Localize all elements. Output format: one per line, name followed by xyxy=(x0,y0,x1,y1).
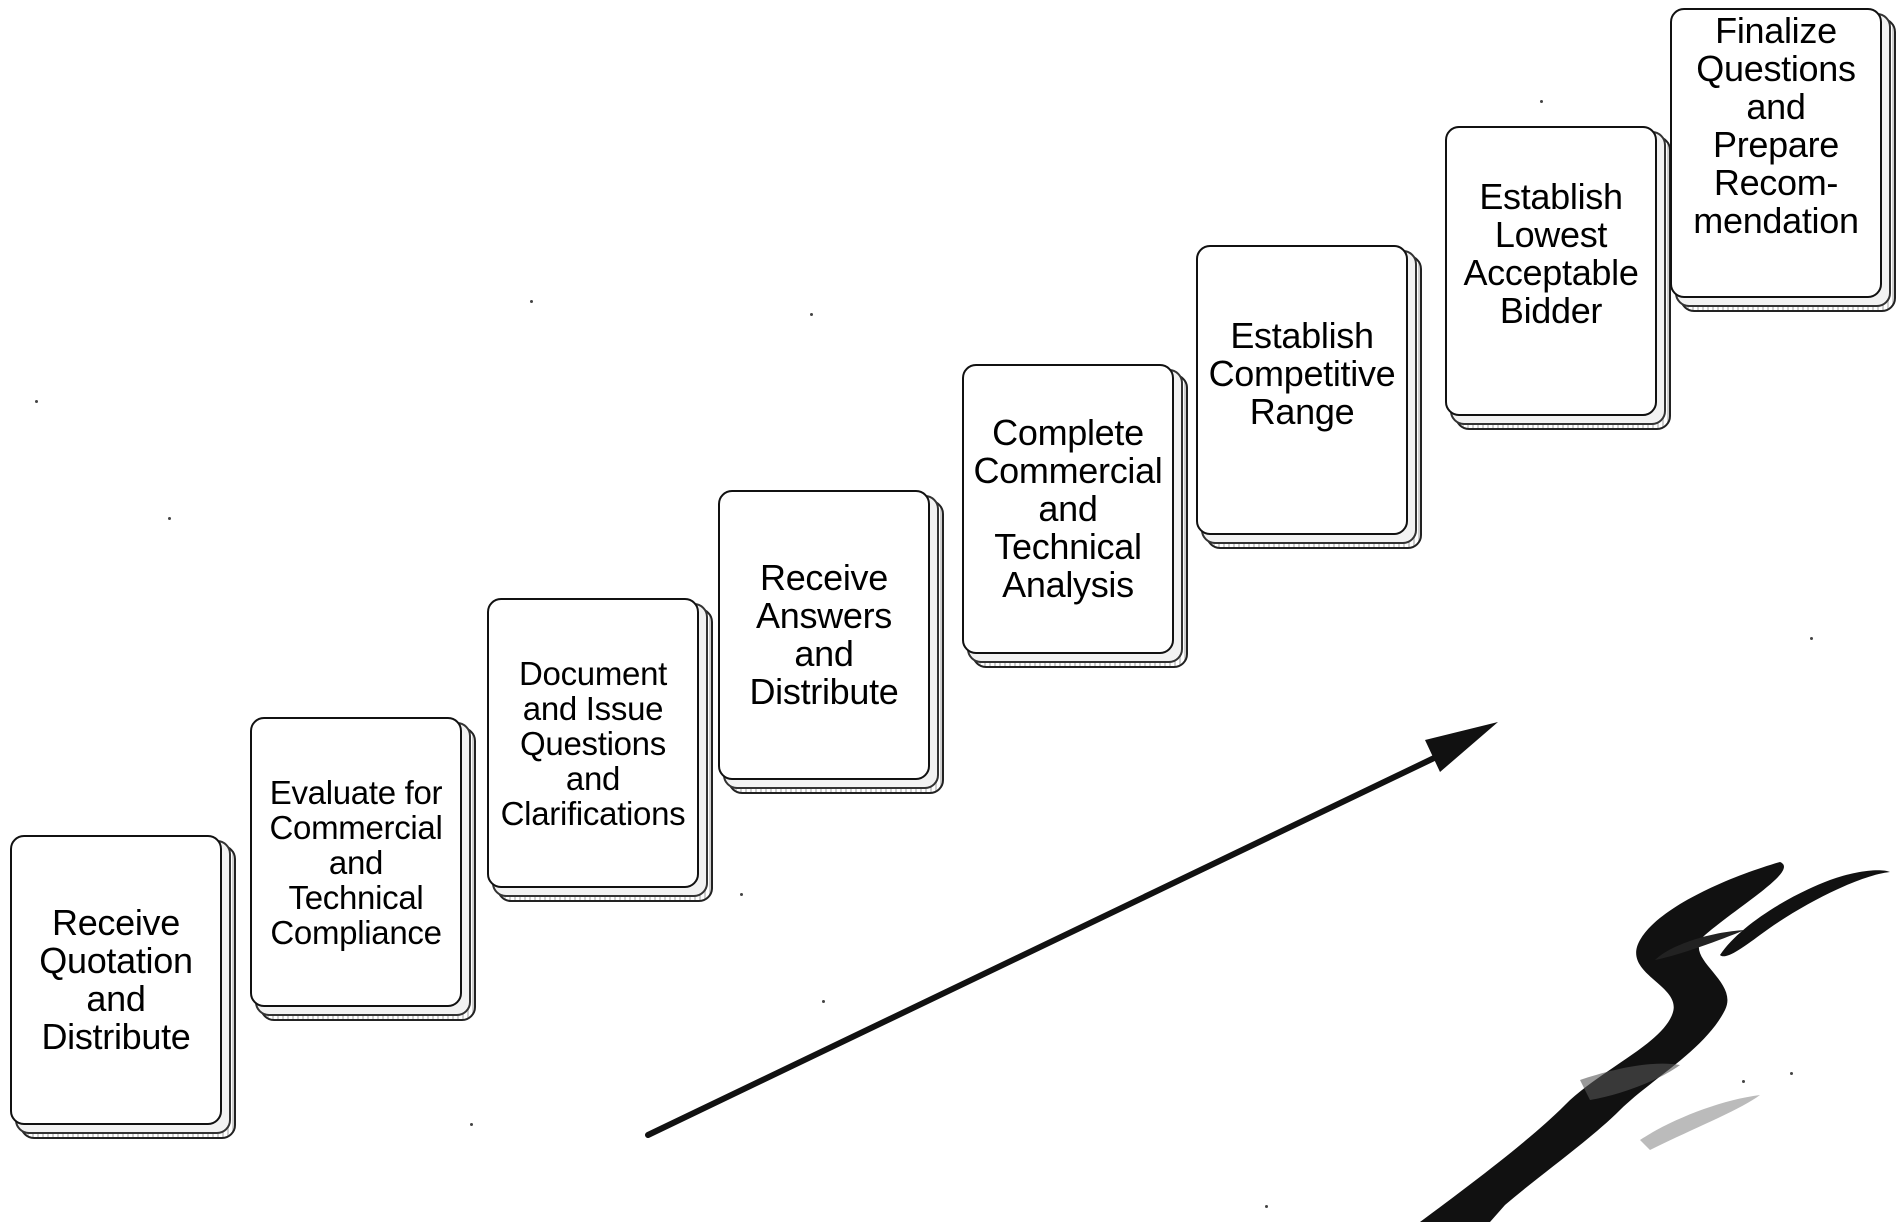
step-label-line: Questions xyxy=(1696,48,1856,89)
step-label: Complete Commercial and Technical Analys… xyxy=(969,414,1166,604)
card-face: Evaluate for Commercial and Technical Co… xyxy=(250,717,462,1007)
scan-speck xyxy=(1810,637,1813,640)
step-label-line: Distribute xyxy=(41,1016,191,1057)
scan-speck xyxy=(1540,100,1543,103)
step-label-line: Document xyxy=(518,654,667,692)
step-card-establish-range: Establish Competitive Range xyxy=(1196,245,1422,549)
step-label-line: and xyxy=(86,978,146,1019)
step-label-line: Complete xyxy=(992,412,1144,453)
swoosh-stroke-tail xyxy=(1655,930,1745,960)
scan-speck xyxy=(810,313,813,316)
scan-speck xyxy=(530,300,533,303)
card-face: Document and Issue Questions and Clarifi… xyxy=(487,598,699,888)
step-label-line: Finalize xyxy=(1715,10,1837,51)
step-label-line: and xyxy=(1746,86,1806,127)
scan-speck xyxy=(1742,1080,1745,1083)
step-label: Finalize Questions and Prepare Recom- me… xyxy=(1689,10,1862,240)
step-label: Receive Quotation and Distribute xyxy=(35,904,196,1056)
step-label-line: Range xyxy=(1249,391,1355,432)
step-label-line: and xyxy=(794,633,854,674)
step-label-line: Answers xyxy=(756,595,892,636)
step-label: Document and Issue Questions and Clarifi… xyxy=(497,656,690,831)
step-label-line: Technical xyxy=(994,526,1142,567)
step-card-establish-bidder: Establish Lowest Acceptable Bidder xyxy=(1445,126,1671,430)
scan-speck xyxy=(470,1123,473,1126)
step-label-line: Compliance xyxy=(270,913,442,951)
scan-speck xyxy=(1265,1205,1268,1208)
swoosh-dry-brush xyxy=(1640,1095,1760,1150)
swoosh-stroke-main xyxy=(1420,862,1784,1222)
step-card-receive-quotation: Receive Quotation and Distribute xyxy=(10,835,236,1139)
step-label-line: and Issue xyxy=(522,689,664,727)
step-label-line: Establish xyxy=(1479,176,1623,217)
step-label-line: Evaluate for xyxy=(269,773,443,811)
step-label-line: Receive xyxy=(52,902,180,943)
step-label-line: Bidder xyxy=(1499,290,1603,331)
card-face: Establish Lowest Acceptable Bidder xyxy=(1445,126,1657,416)
step-label: Receive Answers and Distribute xyxy=(745,559,902,711)
scan-speck xyxy=(740,893,743,896)
step-card-complete-analysis: Complete Commercial and Technical Analys… xyxy=(962,364,1188,668)
swoosh-stroke-upper xyxy=(1720,870,1890,957)
card-face: Establish Competitive Range xyxy=(1196,245,1408,535)
step-label-line: Commercial xyxy=(269,808,443,846)
step-label: Evaluate for Commercial and Technical Co… xyxy=(265,775,446,950)
step-label-line: mendation xyxy=(1693,200,1859,241)
step-label-line: Clarifications xyxy=(500,794,686,832)
step-card-finalize-recommendation: Finalize Questions and Prepare Recom- me… xyxy=(1670,8,1896,312)
card-face: Receive Answers and Distribute xyxy=(718,490,930,780)
step-label-line: Receive xyxy=(760,557,888,598)
step-card-evaluate-compliance: Evaluate for Commercial and Technical Co… xyxy=(250,717,476,1021)
step-label-line: Establish xyxy=(1230,315,1374,356)
step-label-line: Lowest xyxy=(1494,214,1608,255)
step-label-line: Prepare xyxy=(1713,124,1839,165)
step-label-line: Recom- xyxy=(1713,162,1839,203)
card-face: Complete Commercial and Technical Analys… xyxy=(962,364,1174,654)
step-label-line: and xyxy=(328,843,384,881)
step-card-receive-answers: Receive Answers and Distribute xyxy=(718,490,944,794)
swoosh-dry-brush xyxy=(1580,1063,1680,1100)
step-label-line: Competitive xyxy=(1208,353,1396,394)
step-label-line: Acceptable xyxy=(1463,252,1639,293)
card-face: Finalize Questions and Prepare Recom- me… xyxy=(1670,8,1882,298)
step-label-line: Quotation xyxy=(39,940,193,981)
step-label-line: Technical xyxy=(288,878,424,916)
scan-speck xyxy=(168,517,171,520)
arrow-head xyxy=(1425,722,1498,772)
step-label: Establish Lowest Acceptable Bidder xyxy=(1459,128,1642,330)
step-label-line: and xyxy=(1038,488,1098,529)
step-card-document-questions: Document and Issue Questions and Clarifi… xyxy=(487,598,713,902)
step-label-line: and xyxy=(565,759,621,797)
card-face: Receive Quotation and Distribute xyxy=(10,835,222,1125)
step-label-line: Distribute xyxy=(749,671,899,712)
scan-speck xyxy=(1790,1072,1793,1075)
arrow-shaft xyxy=(645,745,1458,1138)
scan-speck xyxy=(822,1000,825,1003)
step-label-line: Commercial xyxy=(973,450,1163,491)
step-label-line: Questions xyxy=(520,724,666,762)
step-label-line: Analysis xyxy=(1002,564,1134,605)
step-label: Establish Competitive Range xyxy=(1205,247,1400,431)
scan-speck xyxy=(35,400,38,403)
